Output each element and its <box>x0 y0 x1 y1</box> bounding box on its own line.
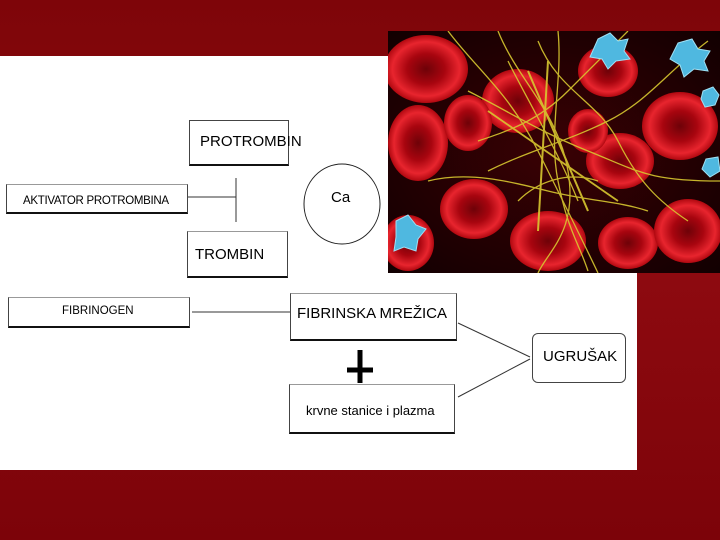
fibrinogen-box: FIBRINOGEN <box>8 297 190 328</box>
aktivator-label: AKTIVATOR PROTROMBINA <box>23 195 169 207</box>
fibrinska-mrezica-box: FIBRINSKA MREŽICA <box>290 293 457 341</box>
protrombin-box: PROTROMBIN <box>189 120 302 166</box>
platelets <box>393 32 720 252</box>
krvne-stanice-label: krvne stanice i plazma <box>306 403 435 418</box>
protrombin-label: PROTROMBIN <box>200 133 302 150</box>
trombin-box: TROMBIN <box>187 231 288 278</box>
stanice-ugrusak-connector <box>457 358 531 398</box>
krvne-stanice-box: krvne stanice i plazma <box>289 384 455 434</box>
plus-sign <box>347 350 373 383</box>
fibrinska-mrezica-label: FIBRINSKA MREŽICA <box>297 305 448 322</box>
ca-circle <box>303 163 381 245</box>
trombin-label: TROMBIN <box>195 246 265 263</box>
ugrusak-box: UGRUŠAK <box>532 333 626 383</box>
ca-label: Ca <box>331 189 351 206</box>
aktivator-box: AKTIVATOR PROTROMBINA <box>6 184 188 214</box>
blood-clot-photo <box>388 31 720 273</box>
mrezica-ugrusak-connector <box>457 322 531 358</box>
fibrinogen-label: FIBRINOGEN <box>62 305 134 317</box>
ugrusak-label: UGRUŠAK <box>543 348 618 365</box>
